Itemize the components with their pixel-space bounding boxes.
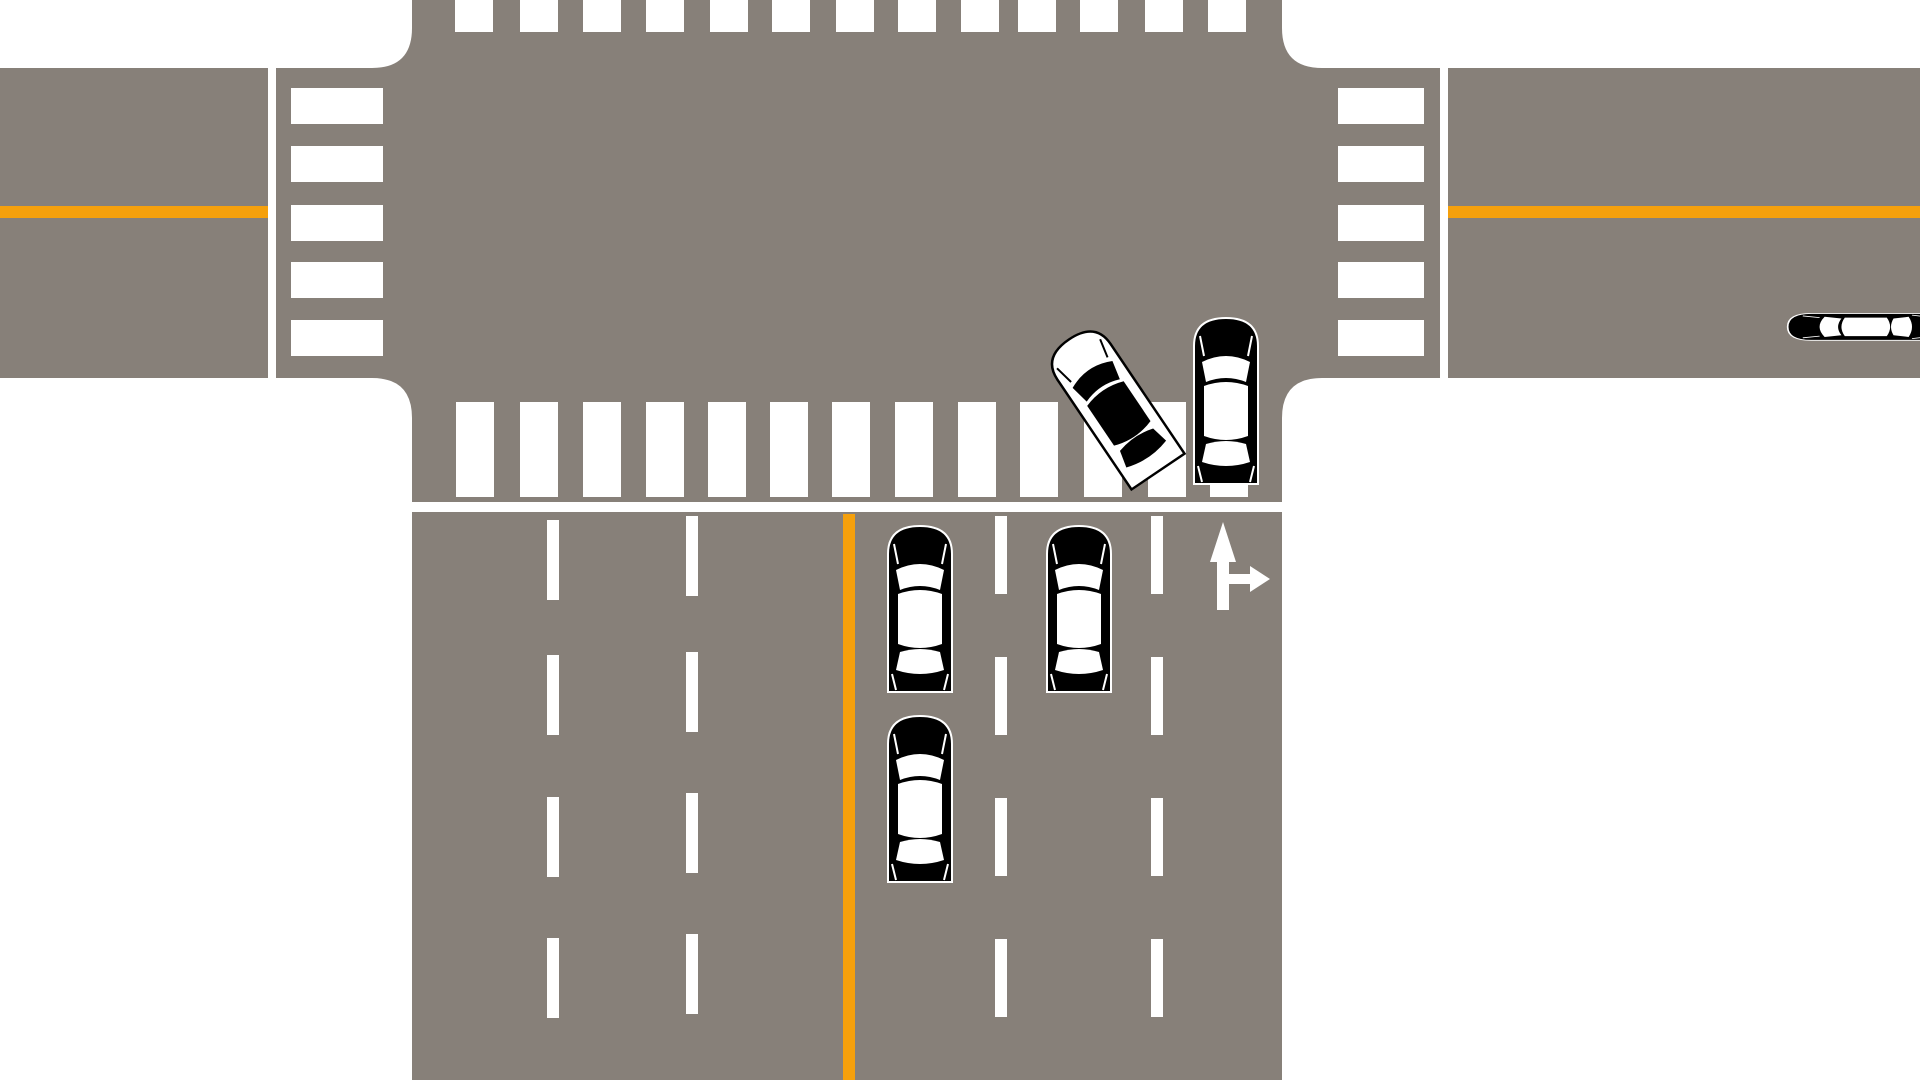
crosswalk-east — [1338, 88, 1424, 356]
car-topview-icon — [1193, 317, 1259, 485]
car-topview-icon — [887, 525, 953, 693]
corner-ne — [1282, 28, 1322, 68]
south-center-line — [843, 514, 855, 1080]
corner-se — [1282, 378, 1322, 418]
corner-nw — [372, 28, 412, 68]
stop-line — [412, 502, 1282, 508]
east-center-line — [1448, 206, 1920, 218]
car-topview-icon — [1786, 312, 1920, 342]
west-road-outer — [0, 68, 268, 378]
lane-dashes — [547, 516, 1163, 1018]
straight-or-right-turn-arrow-icon — [1210, 522, 1270, 610]
crosswalk-west — [291, 88, 383, 356]
crosswalk-north — [455, 0, 1246, 32]
car-topview-icon — [887, 715, 953, 883]
car-topview-icon — [1046, 525, 1112, 693]
crosswalk-south — [456, 402, 1248, 497]
west-center-line — [0, 206, 268, 218]
corner-sw — [372, 378, 412, 418]
